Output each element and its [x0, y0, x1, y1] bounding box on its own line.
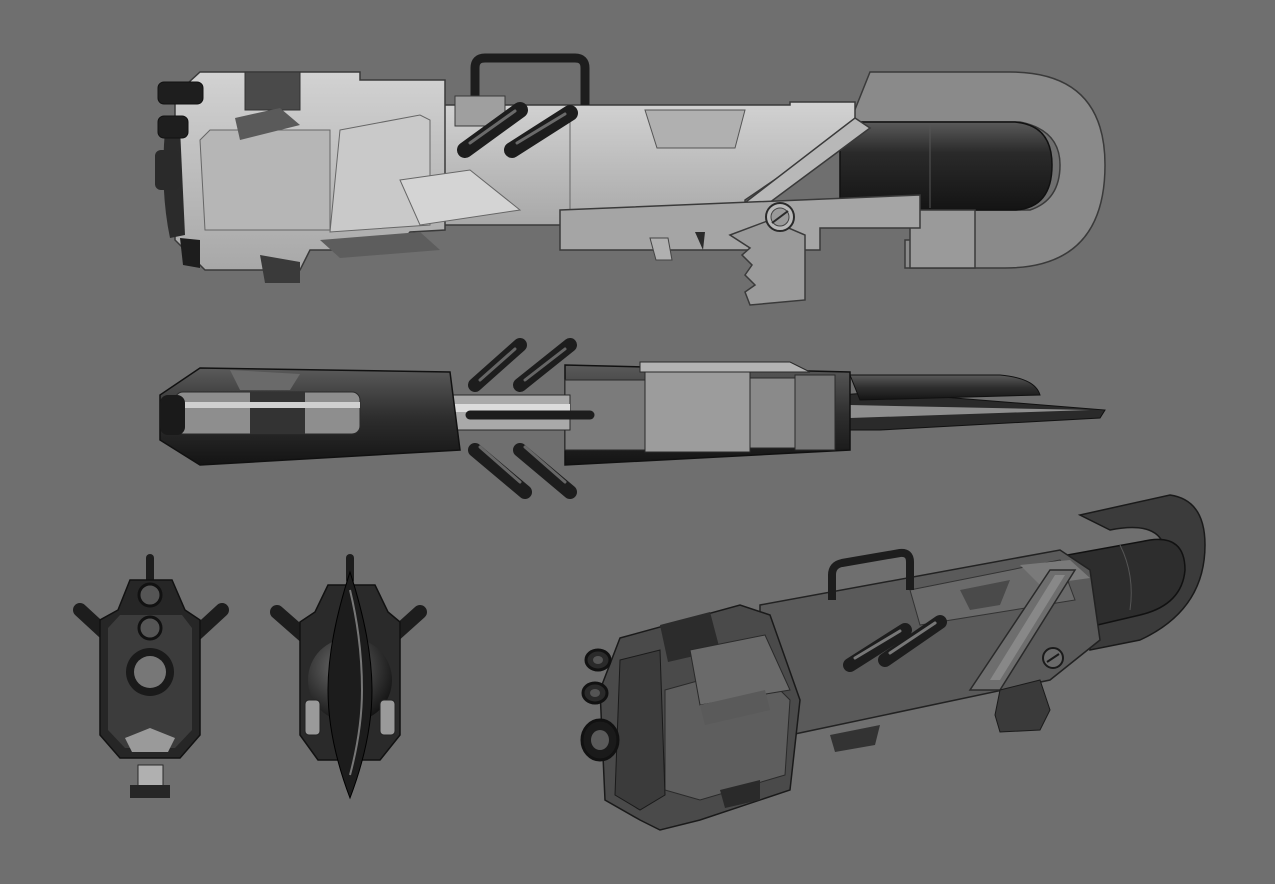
- pistol-grip: [728, 219, 806, 306]
- lower-rail: [559, 194, 921, 251]
- side-view: [155, 53, 1106, 306]
- rear-lower-block: [909, 209, 976, 269]
- stock-hood: [848, 71, 1106, 269]
- persp-rod-1: [843, 623, 912, 672]
- perspective-view: [580, 494, 1206, 831]
- persp-rod-2: [878, 615, 947, 667]
- rear-view: [270, 554, 427, 800]
- drum: [839, 121, 1053, 211]
- persp-grip: [994, 679, 1051, 733]
- upper-barrel: [157, 81, 204, 105]
- front-port-middle: [137, 615, 163, 641]
- persp-handle: [828, 548, 914, 600]
- carry-handle: [470, 53, 590, 105]
- top-rod-3: [468, 443, 532, 499]
- front-view: [73, 554, 229, 798]
- side-rod-2: [504, 105, 578, 158]
- side-rod-1: [457, 102, 528, 158]
- top-view: [159, 338, 1106, 499]
- rear-fin: [327, 570, 373, 800]
- top-rod-4: [513, 443, 577, 499]
- top-drum: [849, 374, 1041, 401]
- middle-barrel: [157, 115, 189, 139]
- front-port-top: [137, 582, 163, 608]
